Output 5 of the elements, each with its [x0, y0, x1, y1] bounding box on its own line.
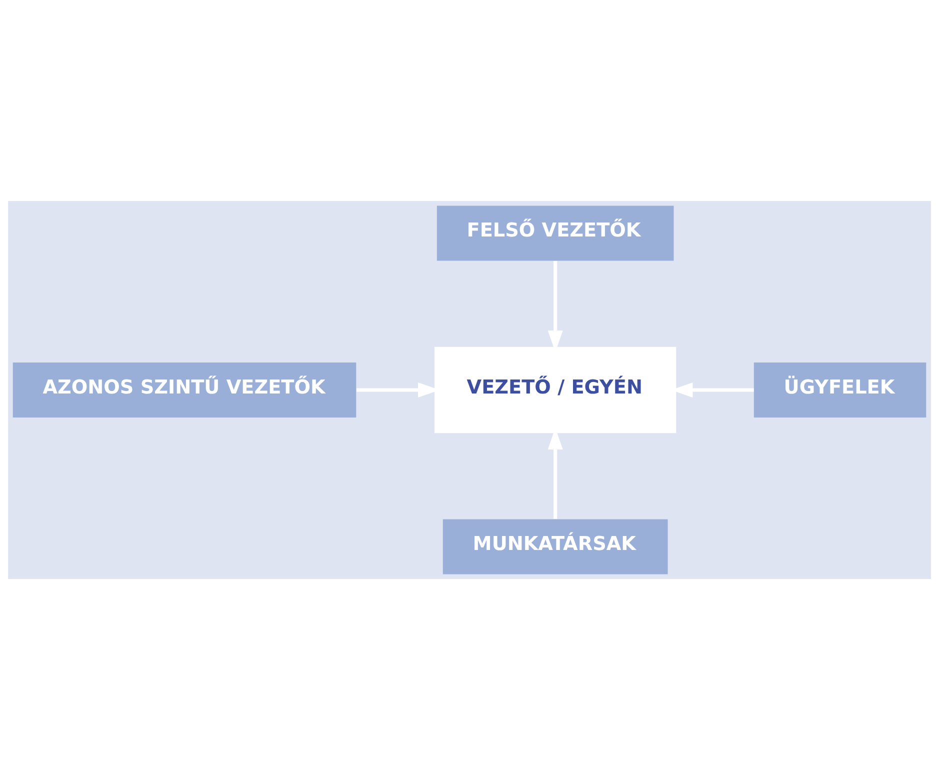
node-box: AZONOS SZINTŰ VEZETŐK: [12, 362, 356, 418]
node-box: MUNKATÁRSAK: [442, 519, 668, 574]
node-box: VEZETŐ / EGYÉN: [434, 346, 676, 434]
node-box: ÜGYFELEK: [754, 362, 926, 418]
node-box: FELSŐ VEZETŐK: [436, 206, 674, 261]
